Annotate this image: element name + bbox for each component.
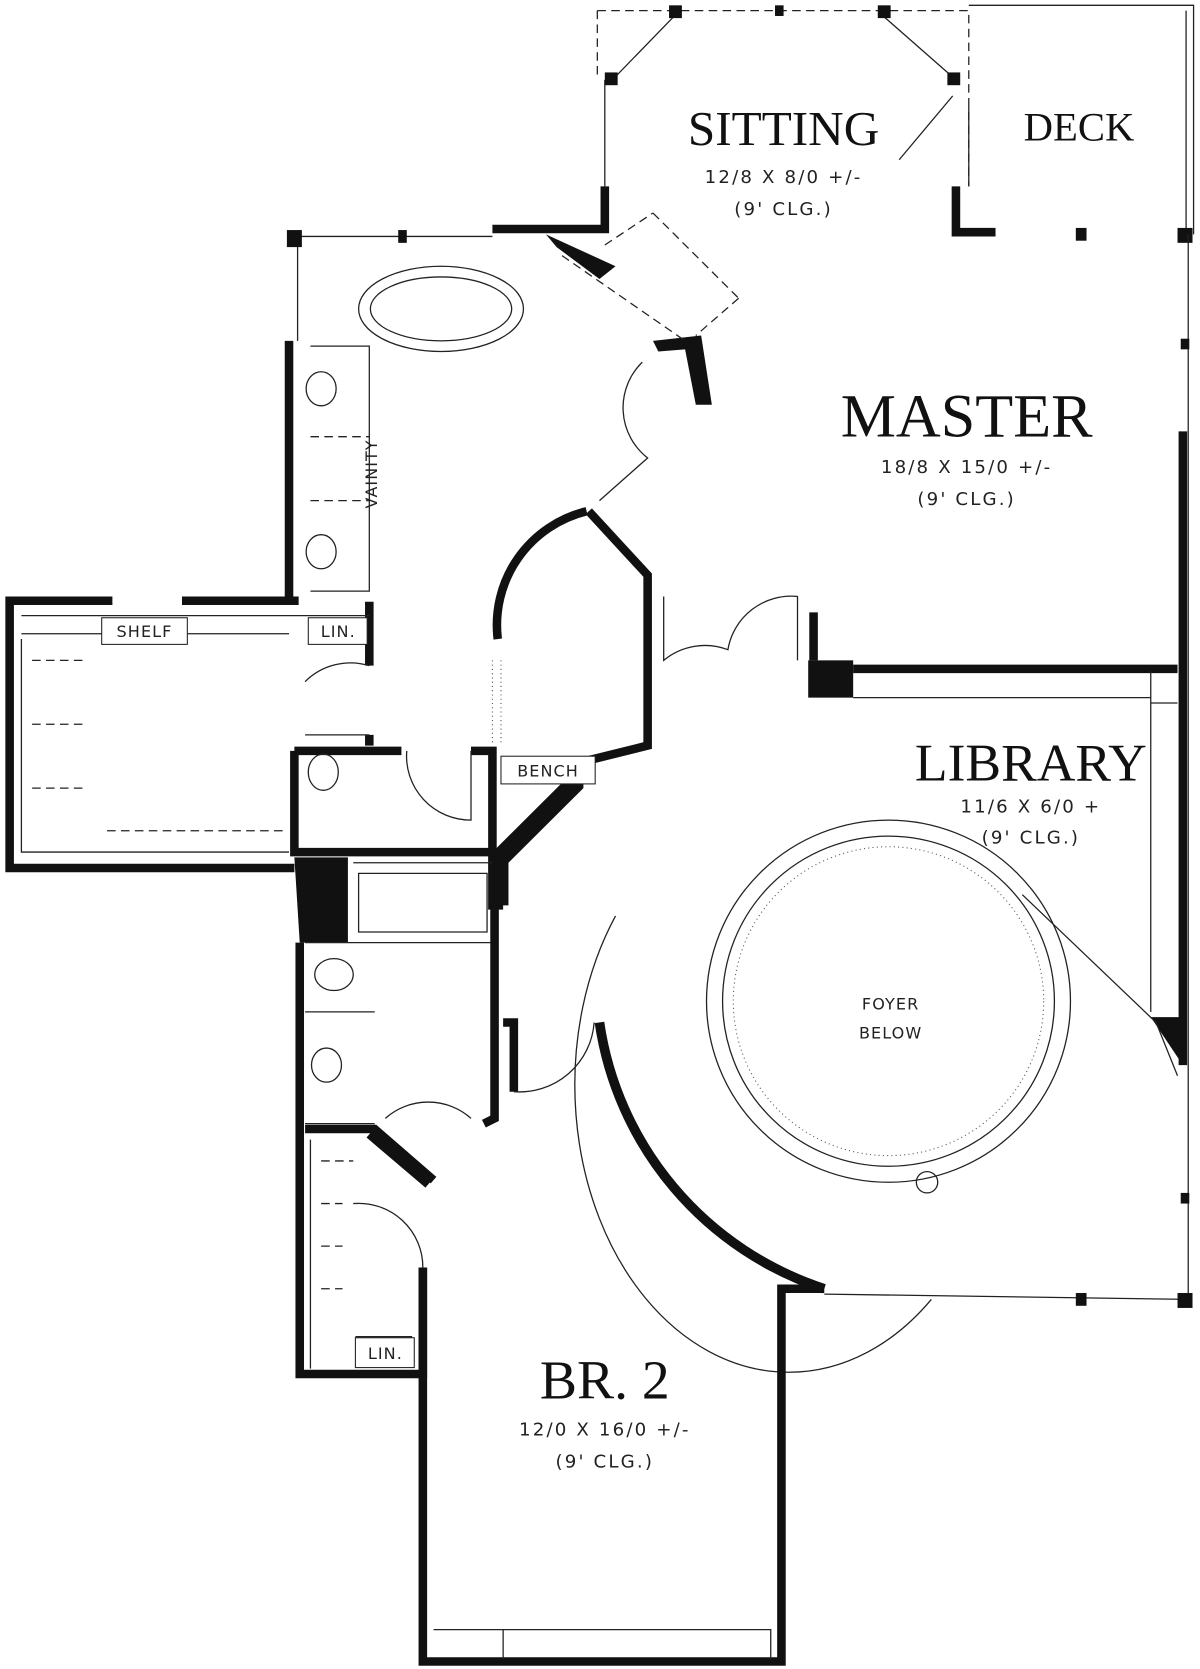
closet-walls — [5, 596, 374, 873]
library-room-ceiling: (9' CLG.) — [982, 828, 1081, 849]
bath-walls — [290, 746, 595, 1379]
shelf-label: SHELF — [117, 622, 173, 641]
sitting-room-name: SITTING — [688, 101, 879, 156]
br2-room-name: BR. 2 — [540, 1351, 670, 1412]
master-room-name: MASTER — [841, 383, 1093, 451]
sitting-deck-outline — [492, 4, 1195, 243]
br2-linen-label: LIN. — [368, 1344, 403, 1363]
stair-and-br2-walls — [418, 819, 1193, 1666]
br2-room-size: 12/0 X 16/0 +/- — [519, 1420, 691, 1441]
bench-label: BENCH — [517, 761, 579, 780]
master-suite-walls — [284, 212, 1190, 1300]
master-room-ceiling: (9' CLG.) — [917, 489, 1016, 510]
master-linen-label: LIN. — [321, 622, 356, 641]
master-room-size: 18/8 X 15/0 +/- — [881, 457, 1053, 478]
sitting-room-ceiling: (9' CLG.) — [734, 199, 833, 220]
library-room-name: LIBRARY — [915, 733, 1147, 793]
br2-room-ceiling: (9' CLG.) — [556, 1452, 655, 1473]
deck-name: DECK — [1024, 105, 1135, 150]
foyer-below-line1: FOYER — [862, 995, 919, 1014]
vanity-label: VAINITY — [362, 439, 381, 508]
foyer-below-line2: BELOW — [859, 1024, 922, 1043]
sitting-room-size: 12/8 X 8/0 +/- — [705, 167, 863, 188]
library-room-size: 11/6 X 6/0 + — [960, 797, 1101, 818]
